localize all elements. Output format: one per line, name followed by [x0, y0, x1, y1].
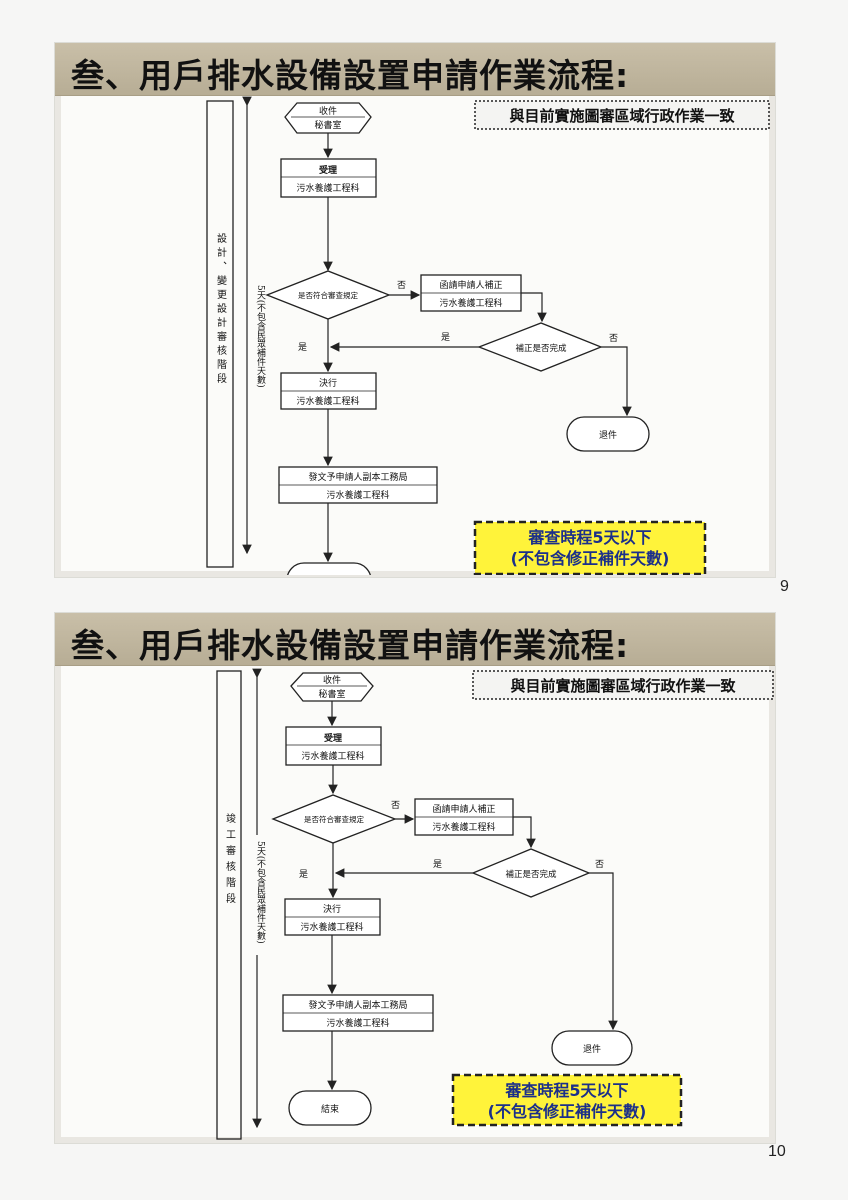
node-end — [288, 1090, 372, 1126]
label-no-2: 否 — [595, 859, 604, 870]
flowchart-canvas: 與目前實施圖審區域行政作業一致 竣工審核階段 5天(不包含民眾補件天數) 收件 … — [55, 665, 775, 1145]
page-number: 9 — [780, 578, 789, 595]
duration-label: 5天(不包含民眾補件天數) — [255, 285, 266, 388]
node-start-bottom: 秘書室 — [318, 688, 345, 700]
label-no-1: 否 — [391, 800, 400, 811]
node-issue-bottom: 污水養護工程科 — [326, 489, 389, 501]
slide-page-9: 叁、用戶排水設備設置申請作業流程: 與目前實施圖審區域行政作業一致 設計、變更設… — [54, 42, 776, 578]
flowchart-canvas: 與目前實施圖審區域行政作業一致 設計、變更設計審核階段 5天(不包含民眾補件天數… — [55, 95, 775, 575]
highlight-line1: 審查時程5天以下 — [527, 528, 651, 547]
slide-title: 叁、用戶排水設備設置申請作業流程: — [71, 626, 630, 665]
label-yes-2: 是 — [298, 342, 307, 353]
node-issue-top: 發文予申請人副本工務局 — [308, 471, 407, 483]
node-execute-top: 決行 — [319, 377, 337, 389]
highlight-line2: (不包含修正補件天數) — [511, 549, 670, 568]
flowchart: 與目前實施圖審區域行政作業一致 設計、變更設計審核階段 5天(不包含民眾補件天數… — [206, 96, 770, 575]
node-end-text: 結束 — [321, 1103, 339, 1115]
node-accept-top: 受理 — [319, 164, 337, 176]
decision-review-text: 是否符合審查規定 — [304, 814, 364, 824]
node-notify-top: 函請申請人補正 — [432, 803, 495, 815]
slide-title-bar: 叁、用戶排水設備設置申請作業流程: — [55, 43, 775, 96]
node-return — [566, 416, 650, 452]
node-return — [551, 1030, 633, 1066]
node-return-text: 退件 — [599, 429, 617, 441]
node-end — [287, 562, 371, 575]
decision-review-text: 是否符合審查規定 — [298, 290, 358, 300]
highlight-line2: (不包含修正補件天數) — [488, 1102, 647, 1121]
stage-label: 設計、變更設計審核階段 — [215, 232, 227, 387]
decision-correct-text: 補正是否完成 — [505, 869, 557, 880]
node-accept — [280, 158, 377, 198]
node-notify-bottom: 污水養護工程科 — [439, 297, 502, 309]
label-yes-2: 是 — [299, 869, 308, 880]
note-text: 與目前實施圖審區域行政作業一致 — [509, 107, 735, 125]
stage-label: 竣工審核階段 — [224, 812, 236, 909]
node-accept-bottom: 污水養護工程科 — [296, 182, 359, 194]
note-box — [472, 670, 774, 700]
page-number: 10 — [768, 1143, 786, 1160]
node-start — [284, 102, 372, 134]
label-no-2: 否 — [609, 333, 618, 344]
flowchart: 與目前實施圖審區域行政作業一致 竣工審核階段 5天(不包含民眾補件天數) 收件 … — [216, 668, 774, 1140]
node-start-top: 收件 — [323, 674, 341, 686]
note-box — [474, 100, 770, 130]
node-accept — [285, 726, 382, 766]
node-notify-top: 函請申請人補正 — [439, 279, 502, 291]
node-issue-top: 發文予申請人副本工務局 — [308, 999, 407, 1011]
label-yes-1: 是 — [433, 859, 442, 870]
node-start-top: 收件 — [319, 105, 337, 117]
decision-correct-text: 補正是否完成 — [515, 343, 567, 354]
stage-column — [206, 100, 234, 568]
highlight-box — [473, 520, 707, 575]
node-start — [290, 672, 374, 702]
duration-label: 5天(不包含民眾補件天數) — [255, 841, 266, 944]
highlight-box — [451, 1073, 683, 1127]
node-return-text: 退件 — [583, 1043, 601, 1055]
node-issue-bottom: 污水養護工程科 — [326, 1017, 389, 1029]
node-execute-bottom: 污水養護工程科 — [300, 921, 363, 933]
node-accept-bottom: 污水養護工程科 — [301, 750, 364, 762]
slide-page-10: 叁、用戶排水設備設置申請作業流程: 與目前實施圖審區域行政作業一致 竣工審核階段… — [54, 612, 776, 1144]
node-notify-bottom: 污水養護工程科 — [432, 821, 495, 833]
node-execute-top: 決行 — [323, 903, 341, 915]
node-execute-bottom: 污水養護工程科 — [296, 395, 359, 407]
note-text: 與目前實施圖審區域行政作業一致 — [510, 677, 736, 695]
label-yes-1: 是 — [441, 332, 450, 343]
highlight-line1: 審查時程5天以下 — [504, 1081, 628, 1100]
label-no-1: 否 — [397, 280, 406, 291]
slide-title-bar: 叁、用戶排水設備設置申請作業流程: — [55, 613, 775, 666]
node-accept-top: 受理 — [324, 732, 342, 744]
node-start-bottom: 秘書室 — [314, 119, 341, 131]
slide-title: 叁、用戶排水設備設置申請作業流程: — [71, 56, 630, 95]
stage-column — [216, 670, 242, 1140]
